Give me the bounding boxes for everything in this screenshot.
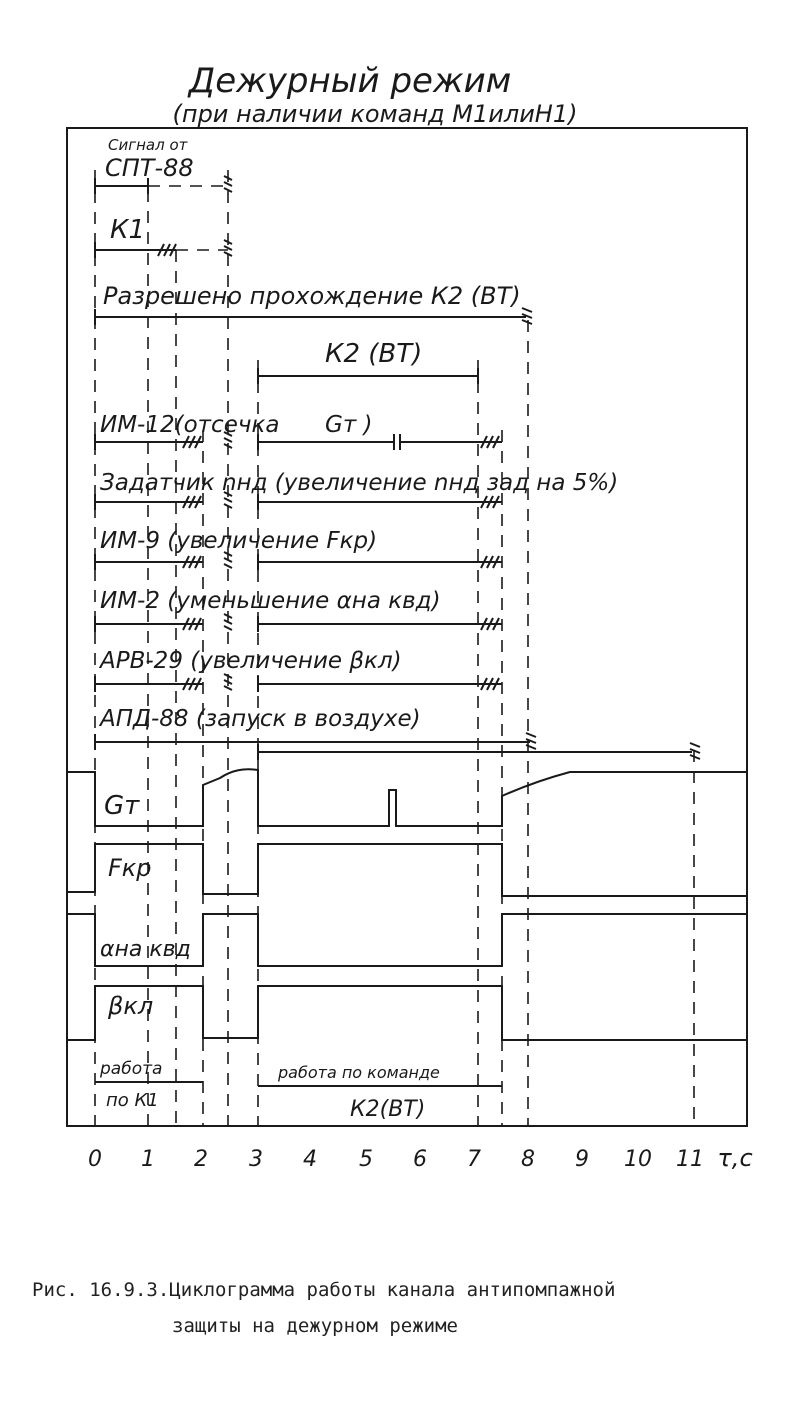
row-apd88-bar [94, 732, 701, 760]
k1-break-mark [223, 239, 233, 257]
waveforms: Gт Fкр αна квд βкл [67, 768, 747, 1041]
waveform-alpha-label: αна квд [100, 937, 191, 962]
work-k1-line1: работа [99, 1059, 162, 1079]
waveform-beta-label: βкл [107, 992, 153, 1020]
k2-allowed-break [521, 307, 533, 325]
k2-allowed-label: Разрешено прохождение К2 (ВТ) [103, 282, 521, 310]
actuator-rows: ИМ-12(отсечка Gт ) Задатчик nнд (увеличе… [94, 412, 701, 760]
tick-4: 4 [303, 1147, 317, 1172]
row-im9-label: ИМ-9 (увеличение Fкр) [100, 528, 377, 554]
waveform-fkr-label: Fкр [108, 854, 152, 882]
tick-8: 8 [521, 1147, 535, 1172]
tick-7: 7 [467, 1147, 481, 1172]
tick-6: 6 [413, 1147, 427, 1172]
caption-line1: Рис. 16.9.3.Циклограмма работы канала ан… [32, 1279, 615, 1301]
waveform-beta [67, 985, 747, 1041]
tick-2: 2 [194, 1147, 208, 1172]
tick-9: 9 [575, 1147, 589, 1172]
row-im12-bar [94, 431, 502, 450]
row-im12-extra: Gт ) [325, 412, 373, 438]
row-im2-label: ИМ-2 (уменьшение αна квд) [100, 588, 441, 614]
row-arv29-bar [94, 673, 502, 692]
k1-hatch [155, 243, 177, 257]
diagram-title: Дежурный режим [187, 61, 512, 101]
tick-5: 5 [359, 1147, 373, 1172]
row-im12-label: ИМ-12(отсечка [100, 412, 279, 438]
row-apd88-label: АПД-88 (запуск в воздухе) [98, 706, 421, 732]
waveform-alpha [67, 913, 747, 967]
tick-3: 3 [249, 1147, 263, 1172]
signal-break-mark [223, 175, 233, 193]
row-arv29-label: АРВ-29 (увеличение βкл) [98, 648, 402, 674]
waveform-gt [67, 768, 747, 827]
tick-11: 11 [676, 1147, 704, 1172]
waveform-fkr [67, 843, 747, 897]
row-zadatchik-bar [94, 491, 502, 510]
tick-0: 0 [88, 1147, 102, 1172]
work-k2-line2: К2(ВТ) [350, 1097, 425, 1122]
diagram-subtitle: (при наличии команд М1илиН1) [173, 100, 578, 128]
k2-label: К2 (ВТ) [325, 339, 422, 369]
waveform-gt-label: Gт [104, 791, 140, 821]
tick-10: 10 [624, 1147, 652, 1172]
caption-line2: защиты на дежурном режиме [172, 1315, 458, 1337]
row-im2-bar [94, 613, 502, 632]
signal-label-line2: СПТ-88 [105, 154, 194, 182]
x-axis-ticks: 0 1 2 3 4 5 6 7 8 9 10 11 τ,с [88, 1144, 753, 1172]
row-im9-bar [94, 551, 502, 570]
k1-label: К1 [110, 215, 145, 245]
x-axis-unit: τ,с [717, 1144, 752, 1172]
work-k2-line1: работа по команде [277, 1063, 440, 1082]
signal-label-line1: Сигнал от [108, 136, 189, 154]
tick-1: 1 [141, 1147, 155, 1172]
row-zadatchik-label: Задатчик nнд (увеличение nнд зад на 5%) [100, 470, 618, 496]
work-k1-line2: по К1 [106, 1090, 159, 1111]
diagram-frame [66, 127, 748, 1127]
